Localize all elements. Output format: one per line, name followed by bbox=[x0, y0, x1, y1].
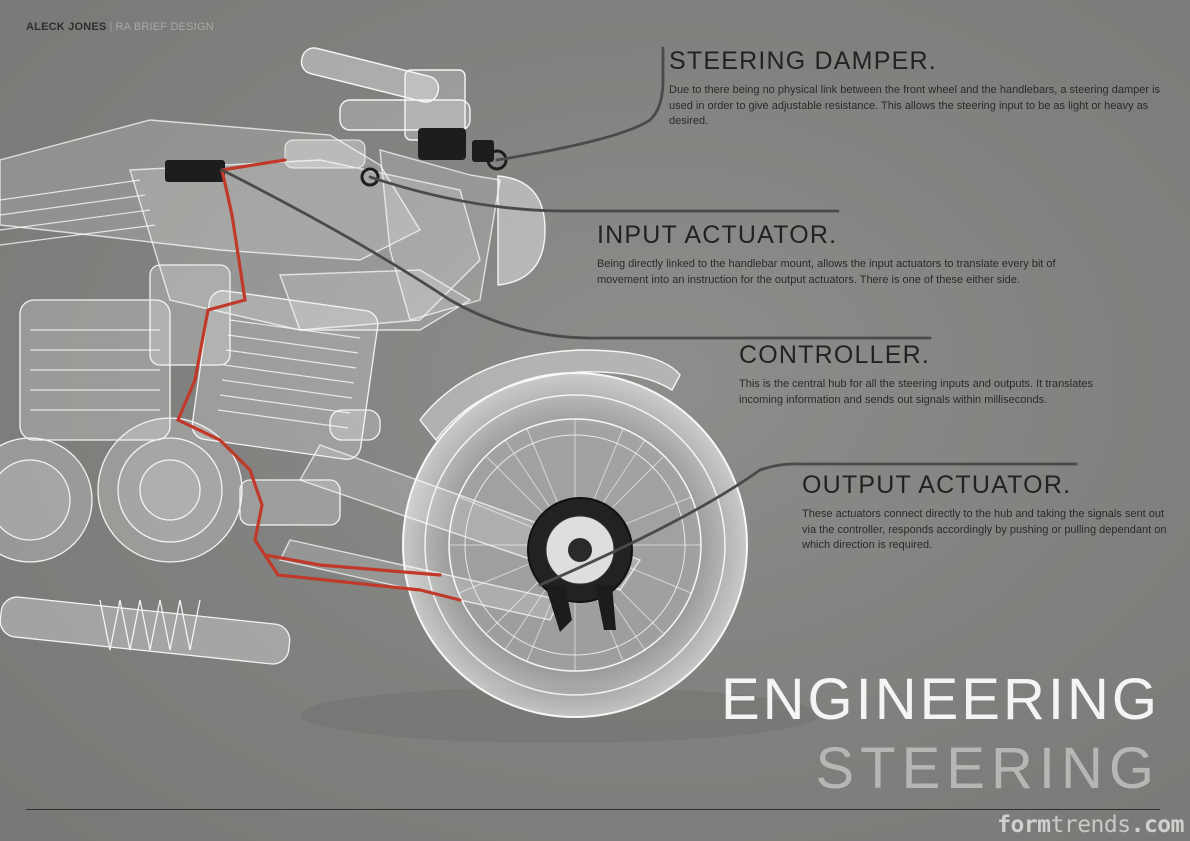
page-header: ALECK JONES|RA BRIEF DESIGN bbox=[26, 21, 214, 33]
watermark-part-1: form bbox=[997, 812, 1051, 838]
leader-input-actuator bbox=[368, 175, 840, 213]
callout-body: This is the central hub for all the stee… bbox=[739, 378, 1094, 406]
leader-controller bbox=[220, 168, 932, 340]
engine-ghost bbox=[0, 264, 381, 563]
callout-output-actuator: OUTPUT ACTUATOR. These actuators connect… bbox=[802, 471, 1177, 554]
callout-steering-damper: STEERING DAMPER. Due to there being no p… bbox=[669, 47, 1169, 130]
footer-divider bbox=[26, 809, 1160, 810]
author-name: ALECK JONES bbox=[26, 21, 107, 33]
watermark-part-2: trends bbox=[1050, 812, 1132, 838]
leader-output-actuator bbox=[538, 462, 1078, 587]
steering-wiring bbox=[175, 158, 462, 602]
callout-title: OUTPUT ACTUATOR. bbox=[802, 471, 1072, 499]
formtrends-watermark: formtrends.com bbox=[997, 812, 1184, 838]
handlebar-ghost bbox=[300, 47, 471, 141]
callout-body: These actuators connect directly to the … bbox=[802, 508, 1167, 551]
leader-lines bbox=[220, 46, 1078, 587]
callout-controller: CONTROLLER. This is the central hub for … bbox=[739, 341, 1139, 408]
steering-damper-parts bbox=[165, 128, 508, 187]
header-separator: | bbox=[109, 21, 113, 33]
engine-fins bbox=[0, 179, 361, 429]
callout-body: Due to there being no physical link betw… bbox=[669, 84, 1161, 127]
callout-title: INPUT ACTUATOR. bbox=[597, 221, 838, 249]
leader-steering-damper bbox=[495, 46, 665, 162]
suspension-ghost bbox=[0, 596, 291, 665]
project-name: RA BRIEF DESIGN bbox=[115, 21, 214, 33]
callout-body: Being directly linked to the handlebar m… bbox=[597, 258, 1056, 286]
headlight-ghost bbox=[497, 175, 546, 286]
watermark-part-3: .com bbox=[1130, 812, 1185, 838]
callout-input-actuator: INPUT ACTUATOR. Being directly linked to… bbox=[597, 221, 1077, 288]
callout-title: STEERING DAMPER. bbox=[669, 47, 937, 75]
section-title: ENGINEERING bbox=[720, 667, 1160, 732]
front-hub bbox=[527, 497, 633, 632]
section-subtitle: STEERING bbox=[815, 736, 1160, 801]
callout-title: CONTROLLER. bbox=[739, 341, 931, 369]
